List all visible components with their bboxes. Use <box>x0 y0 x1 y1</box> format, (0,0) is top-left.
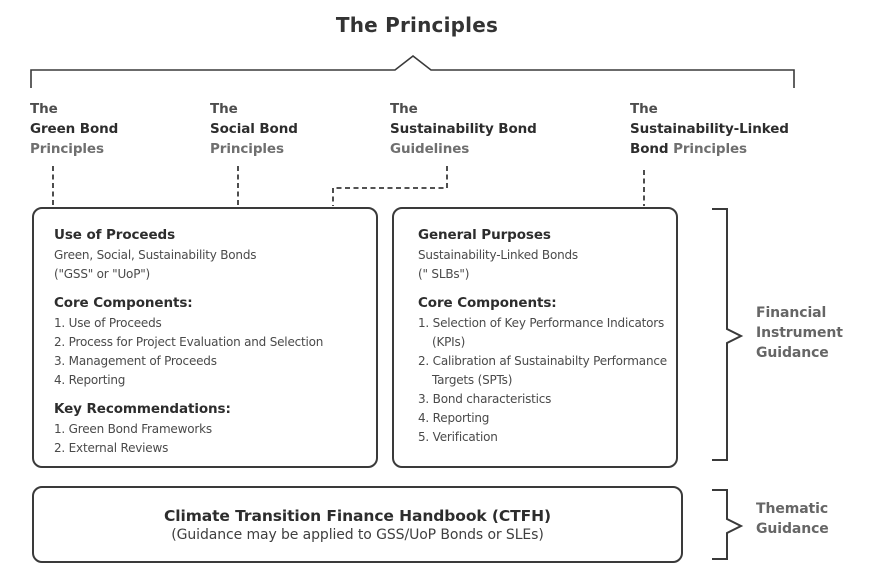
label-line: Financial <box>756 305 827 321</box>
label-line: Thematic <box>756 501 829 517</box>
list-item: 2. Process for Project Evaluation and Se… <box>54 335 324 349</box>
label-line: Guidance <box>756 521 829 537</box>
header-sustainability-linked-bond-principles: The Sustainability-Linked Bond Principle… <box>630 99 789 159</box>
box-subtitle: Green, Social, Sustainability Bonds <box>54 248 257 262</box>
thematic-guidance-brace <box>712 489 744 560</box>
list-item: 1. Use of Proceeds <box>54 316 162 330</box>
header-suffix: Principles <box>210 141 284 157</box>
ctfh-title: Climate Transition Finance Handbook (CTF… <box>164 506 551 525</box>
list-item: 5. Verification <box>418 430 498 444</box>
header-sustainability-bond-guidelines: The Sustainability Bond Guidelines <box>390 99 537 159</box>
list-item: 4. Reporting <box>418 411 490 425</box>
header-green-bond-principles: The Green Bond Principles <box>30 99 118 159</box>
header-prefix: The <box>30 101 58 117</box>
header-name-bold: Bond <box>630 141 669 157</box>
page-title: The Principles <box>335 13 499 37</box>
header-suffix: Principles <box>30 141 104 157</box>
core-components-heading: Core Components: <box>418 295 557 311</box>
thematic-guidance-label: Thematic Guidance <box>756 499 829 539</box>
financial-guidance-brace <box>712 208 744 461</box>
top-bracket <box>30 54 795 88</box>
ctfh-box: Climate Transition Finance Handbook (CTF… <box>32 486 683 563</box>
ctfh-subtitle: (Guidance may be applied to GSS/UoP Bond… <box>171 526 544 543</box>
header-prefix: The <box>210 101 238 117</box>
header-prefix: The <box>390 101 418 117</box>
header-name: Social Bond <box>210 121 298 137</box>
header-social-bond-principles: The Social Bond Principles <box>210 99 298 159</box>
list-item: 4. Reporting <box>54 373 126 387</box>
box-title: General Purposes <box>418 227 551 243</box>
key-recommendations-heading: Key Recommendations: <box>54 401 231 417</box>
financial-instrument-guidance-label: Financial Instrument Guidance <box>756 303 843 363</box>
connector-sustainability-bond-line <box>332 166 448 206</box>
use-of-proceeds-box: Use of Proceeds Green, Social, Sustainab… <box>32 207 378 468</box>
list-item: 3. Bond characteristics <box>418 392 552 406</box>
label-line: Instrument <box>756 325 843 341</box>
list-item: 3. Management of Proceeds <box>54 354 217 368</box>
general-purposes-box: General Purposes Sustainability-Linked B… <box>392 207 678 468</box>
list-item: 2. Calibration af Sustainabilty Performa… <box>418 354 667 387</box>
box-subtitle: (" SLBs") <box>418 267 470 281</box>
header-suffix: Principles <box>673 141 747 157</box>
list-item: 2. External Reviews <box>54 441 169 455</box>
box-subtitle: ("GSS" or "UoP") <box>54 267 151 281</box>
list-item: 1. Green Bond Frameworks <box>54 422 212 436</box>
header-name-line2: Bond Principles <box>630 139 789 159</box>
header-name: Sustainability Bond <box>390 121 537 137</box>
label-line: Guidance <box>756 345 829 361</box>
core-components-heading: Core Components: <box>54 295 193 311</box>
header-suffix: Guidelines <box>390 141 470 157</box>
header-name: Green Bond <box>30 121 119 137</box>
list-item: 1. Selection of Key Performance Indicato… <box>418 316 665 349</box>
box-title: Use of Proceeds <box>54 227 176 243</box>
header-prefix: The <box>630 101 658 117</box>
header-name: Sustainability-Linked <box>630 121 789 137</box>
box-subtitle: Sustainability-Linked Bonds <box>418 248 578 262</box>
